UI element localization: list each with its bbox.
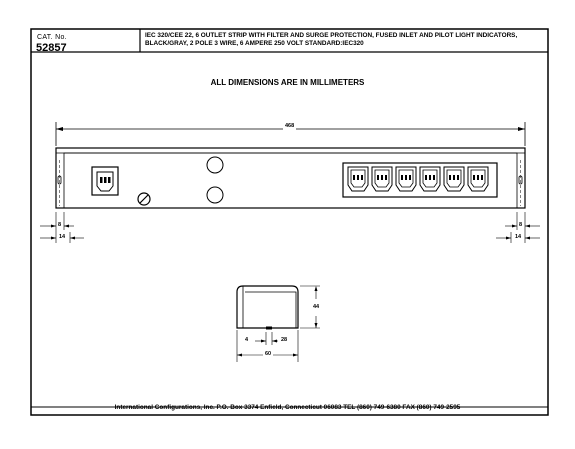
left-offset-label-2: 14 [59,234,66,240]
pilot-light-icon [206,186,224,204]
outlet-panel [342,162,498,198]
cat-no-value: 52857 [36,42,67,54]
cat-no-label: CAT. No. [37,34,67,41]
product-description: IEC 320/CEE 22, 6 OUTLET STRIP WITH FILT… [145,32,518,47]
overall-length-label: 468 [283,123,297,130]
dimensions-heading: ALL DIMENSIONS ARE IN MILLIMETERS [210,78,365,87]
right-offset-label-1: 8 [519,222,523,228]
outlet-icon [371,166,393,192]
outlet-icon [419,166,441,192]
outlet-icon [443,166,465,192]
right-offset-label-2: 14 [515,234,522,240]
power-inlet-icon [91,166,119,196]
left-offset-label-1: 8 [58,222,62,228]
company-footer: International Configurations, Inc. P.O. … [114,404,461,411]
end-left-label: 4 [245,337,249,343]
end-view [236,285,320,362]
pilot-light-icon [206,156,224,174]
outlet-icon [347,166,369,192]
outlet-icon [395,166,417,192]
right-offset-dimensions [496,212,540,243]
outlet-icon [467,166,489,192]
height-label: 44 [313,304,320,310]
end-mid-label: 28 [281,337,288,343]
sheet-border [30,28,549,416]
left-offset-dimensions [40,212,84,243]
outlet-strip-front-view [55,147,526,209]
fuse-holder-icon [137,192,151,206]
end-width-label: 60 [263,351,274,358]
